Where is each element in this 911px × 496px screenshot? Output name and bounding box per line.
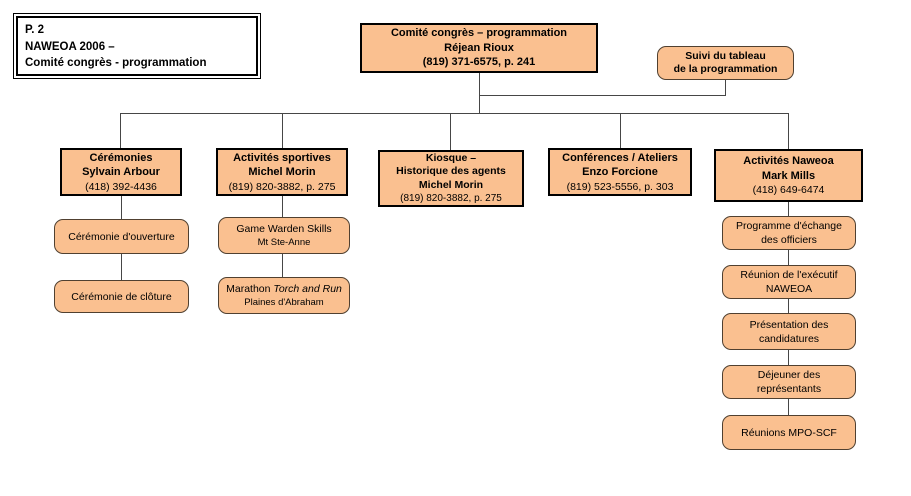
item-label: Présentation des: [749, 318, 829, 331]
slide-title-box: P. 2 NAWEOA 2006 – Comité congrès - prog…: [13, 13, 261, 79]
connector-sportives-2: [282, 254, 283, 277]
branch-phone: (819) 820-3882, p. 275: [400, 193, 502, 205]
root-box-title: Comité congrès – programmation: [390, 27, 568, 40]
branch-kiosque: Kiosque – Historique des agents Michel M…: [378, 150, 524, 207]
branch-title: Kiosque –: [425, 151, 477, 164]
root-box-comite-congres: Comité congrès – programmation Réjean Ri…: [360, 23, 598, 73]
item-location: Mt Ste-Anne: [257, 237, 311, 248]
root-box-phone: (819) 371-6575, p. 241: [422, 56, 536, 69]
item-label: Cérémonie de clôture: [71, 290, 172, 303]
item-label: Déjeuner des: [757, 369, 821, 381]
branch-activites-naweoa: Activités Naweoa Mark Mills (418) 649-64…: [714, 149, 863, 202]
branch-person: Sylvain Arbour: [82, 166, 160, 178]
branch-conferences-ateliers: Conférences / Ateliers Enzo Forcione (81…: [548, 148, 692, 196]
branch-person: Mark Mills: [761, 169, 816, 182]
connector-ceremonies-2: [121, 254, 122, 280]
item-label-italic: Torch and Run: [273, 283, 342, 295]
item-marathon-torch-and-run: Marathon Torch and Run Plaines d'Abraham: [218, 277, 350, 314]
connector-ceremonies-1: [121, 196, 122, 219]
slide-title-line: NAWEOA 2006 –: [25, 40, 115, 53]
branch-person: Michel Morin: [248, 166, 316, 178]
item-label: Cérémonie d'ouverture: [68, 230, 175, 243]
item-label-prefix: Marathon: [226, 283, 274, 295]
item-label-2: représentants: [756, 383, 822, 395]
suivi-line-1: Suivi du tableau: [685, 49, 766, 62]
item-location: Plaines d'Abraham: [244, 297, 324, 308]
branch-title: Conférences / Ateliers: [562, 151, 678, 164]
connector-naweoa-5: [788, 399, 789, 415]
item-label: Game Warden Skills: [236, 223, 332, 235]
connector-drop-naweoa: [788, 113, 789, 149]
branch-person: Enzo Forcione: [582, 166, 658, 178]
item-label: Réunions MPO-SCF: [741, 426, 837, 439]
item-reunion-executif: Réunion de l'exécutif NAWEOA: [722, 265, 856, 299]
connector-drop-ceremonies: [120, 113, 121, 148]
branch-phone: (819) 820-3882, p. 275: [228, 180, 336, 193]
branch-title: Cérémonies: [89, 151, 153, 164]
item-programme-echange: Programme d'échange des officiers: [722, 216, 856, 250]
slide-title-text: P. 2 NAWEOA 2006 – Comité congrès - prog…: [16, 16, 258, 76]
branch-title: Activités sportives: [233, 151, 331, 164]
item-ceremonie-cloture: Cérémonie de clôture: [54, 280, 189, 313]
connector-naweoa-4: [788, 350, 789, 365]
connector-rail: [120, 113, 788, 114]
branch-phone: (819) 523-5556, p. 303: [566, 180, 674, 193]
connector-drop-sportives: [282, 113, 283, 148]
connector-suivi-drop: [725, 80, 726, 96]
slide-page-number: P. 2: [25, 24, 44, 36]
connector-naweoa-3: [788, 299, 789, 313]
item-game-warden-skills: Game Warden Skills Mt Ste-Anne: [218, 217, 350, 254]
branch-person: Michel Morin: [418, 178, 484, 191]
item-label-2: NAWEOA: [765, 283, 813, 295]
item-ceremonie-ouverture: Cérémonie d'ouverture: [54, 219, 189, 254]
branch-title: Activités Naweoa: [743, 155, 834, 167]
connector-suivi-horizontal: [479, 95, 726, 96]
item-label: Réunion de l'exécutif: [740, 269, 838, 281]
branch-phone: (418) 392-4436: [85, 180, 157, 193]
suivi-box: Suivi du tableau de la programmation: [657, 46, 794, 80]
branch-phone: (418) 649-6474: [752, 184, 825, 196]
item-label-2: des officiers: [761, 234, 817, 246]
connector-naweoa-1: [788, 202, 789, 216]
connector-root-drop: [479, 73, 480, 113]
connector-naweoa-2: [788, 250, 789, 265]
suivi-line-2: de la programmation: [673, 63, 778, 75]
connector-sportives-1: [282, 196, 283, 217]
item-label: Marathon Torch and Run: [219, 282, 349, 296]
item-reunions-mpo-scf: Réunions MPO-SCF: [722, 415, 856, 450]
branch-ceremonies: Cérémonies Sylvain Arbour (418) 392-4436: [60, 148, 182, 196]
root-box-person: Réjean Rioux: [444, 41, 514, 54]
branch-activites-sportives: Activités sportives Michel Morin (819) 8…: [216, 148, 348, 196]
item-label: Programme d'échange: [736, 220, 842, 232]
item-label-2: candidatures: [758, 332, 820, 345]
item-dejeuner-representants: Déjeuner des représentants: [722, 365, 856, 399]
slide-subtitle-line: Comité congrès - programmation: [25, 57, 207, 70]
connector-drop-kiosque: [450, 113, 451, 150]
item-presentation-candidatures: Présentation des candidatures: [722, 313, 856, 350]
branch-title-2: Historique des agents: [396, 165, 506, 178]
connector-drop-conferences: [620, 113, 621, 148]
